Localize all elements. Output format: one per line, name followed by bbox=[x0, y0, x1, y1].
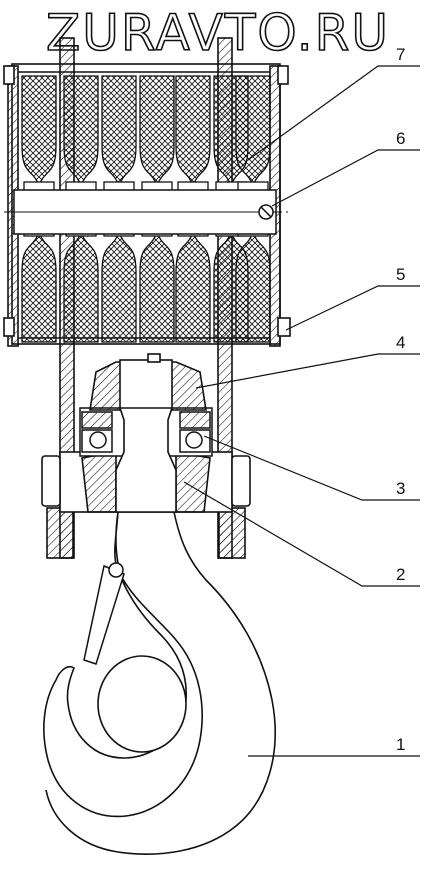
hook-shank bbox=[115, 407, 177, 513]
sheave-2-upper bbox=[63, 75, 99, 193]
sheave-7-lower bbox=[235, 225, 271, 343]
leader-4 bbox=[195, 353, 420, 389]
safety-latch bbox=[83, 562, 125, 665]
hook-body bbox=[43, 511, 276, 855]
watermark-text: ZURAVTO.RU bbox=[46, 4, 390, 62]
callout-2: 2 bbox=[396, 565, 405, 584]
sheave-5-lower bbox=[175, 225, 211, 343]
sheave-3-lower bbox=[101, 225, 137, 343]
sheave-4-lower bbox=[139, 225, 175, 343]
sheave-3-upper bbox=[101, 75, 137, 193]
callout-5: 5 bbox=[396, 265, 405, 284]
sheave-1-upper bbox=[21, 75, 57, 193]
leader-2 bbox=[183, 481, 420, 587]
callout-4: 4 bbox=[396, 333, 405, 352]
sheave-4-upper bbox=[139, 75, 175, 193]
left-lower-lug bbox=[46, 507, 74, 559]
callout-3: 3 bbox=[396, 479, 405, 498]
sheave-1-lower bbox=[21, 225, 57, 343]
sheave-7-upper bbox=[235, 75, 271, 193]
callout-7: 7 bbox=[396, 45, 405, 64]
hook-nut bbox=[89, 353, 207, 411]
callouts: 7 6 5 4 3 2 1 bbox=[396, 45, 405, 754]
watermark: ZURAVTO.RU bbox=[45, 3, 390, 63]
leader-6 bbox=[271, 149, 420, 207]
leader-7 bbox=[247, 65, 420, 161]
sheave-5-upper bbox=[175, 75, 211, 193]
leader-lines bbox=[183, 65, 420, 757]
axle bbox=[4, 189, 290, 235]
callout-1: 1 bbox=[396, 735, 405, 754]
callout-6: 6 bbox=[396, 129, 405, 148]
sheaves bbox=[21, 75, 271, 343]
leader-5 bbox=[285, 285, 420, 331]
leader-3 bbox=[203, 435, 420, 501]
